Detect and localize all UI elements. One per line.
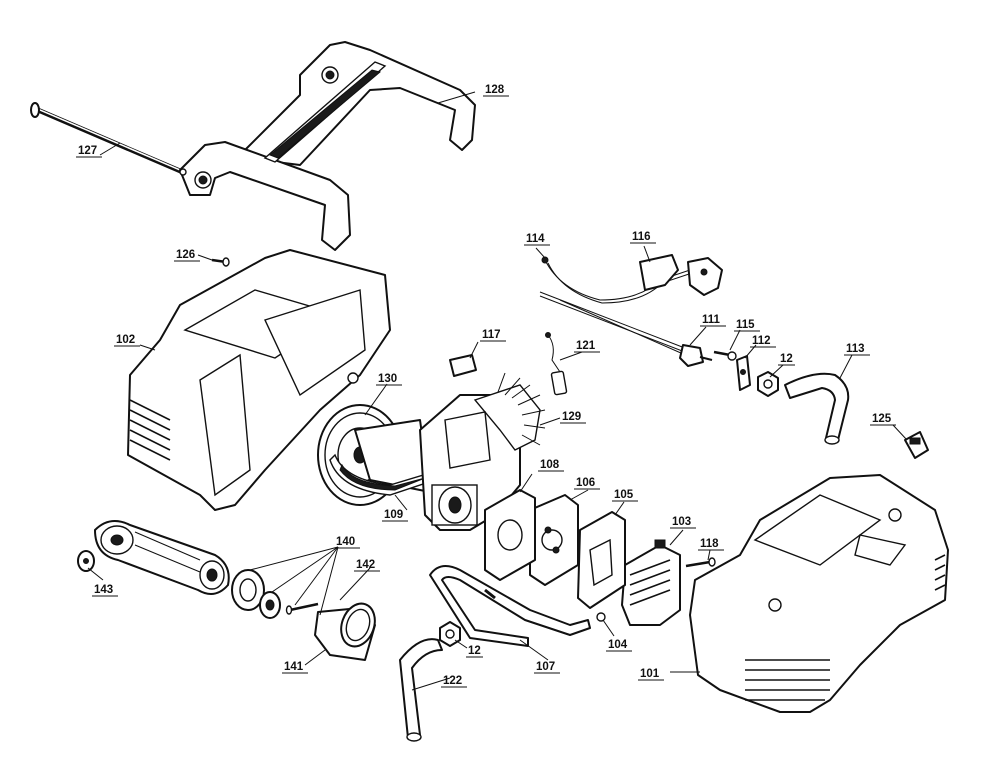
fan-blades <box>497 372 546 446</box>
part-12-nut-upper <box>757 371 779 397</box>
label-104: 104 <box>608 639 628 651</box>
part-140-ring-small <box>259 591 281 619</box>
part-121-capacitor <box>545 332 568 396</box>
label-108: 108 <box>540 459 560 471</box>
label-105: 105 <box>614 489 634 501</box>
label-128: 128 <box>485 84 505 96</box>
part-140-ring-large <box>231 569 265 611</box>
part-104-washer <box>596 612 606 622</box>
label-112: 112 <box>752 335 771 347</box>
label-118: 118 <box>700 538 719 550</box>
part-111-pressure-switch-wire <box>539 291 713 367</box>
label-113: 113 <box>846 343 865 355</box>
part-128-handle <box>179 41 476 251</box>
part-129-motor <box>419 372 546 531</box>
label-101: 101 <box>640 668 660 680</box>
label-127: 127 <box>78 145 97 157</box>
part-105-gasket <box>577 511 626 609</box>
part-126-screw <box>211 257 230 267</box>
part-125-switch <box>904 431 929 459</box>
label-107: 107 <box>536 661 555 673</box>
part-113-hose <box>784 372 850 445</box>
part-141-sleeve <box>314 602 376 661</box>
label-102: 102 <box>116 334 135 346</box>
part-107-tube <box>429 565 591 647</box>
shroud-102-vents <box>129 399 171 461</box>
label-116: 116 <box>632 231 651 243</box>
part-122-hose <box>399 638 443 742</box>
label-12-lower: 12 <box>468 645 481 657</box>
label-130: 130 <box>378 373 397 385</box>
part-101-shroud <box>689 474 949 713</box>
label-125: 125 <box>872 413 892 425</box>
part-127-rod <box>30 102 187 176</box>
label-111: 111 <box>702 314 721 326</box>
label-126: 126 <box>176 249 195 261</box>
part-143-washer <box>77 550 95 572</box>
label-122: 122 <box>443 675 462 687</box>
part-108-gasket <box>484 489 536 581</box>
label-142: 142 <box>356 559 375 571</box>
shroud-101-vents <box>745 554 946 701</box>
part-103-cylinder-head <box>621 539 681 626</box>
label-115: 115 <box>736 319 755 331</box>
label-129: 129 <box>562 411 581 423</box>
label-103: 103 <box>672 516 691 528</box>
label-106: 106 <box>576 477 595 489</box>
label-109: 109 <box>384 509 403 521</box>
label-141: 141 <box>284 661 304 673</box>
label-143: 143 <box>94 584 113 596</box>
label-114: 114 <box>526 233 545 245</box>
part-12-nut-lower <box>439 621 461 647</box>
label-140: 140 <box>336 536 355 548</box>
leader-lines <box>87 91 908 691</box>
label-12-upper: 12 <box>780 353 793 365</box>
part-labels: 128 127 126 102 130 109 129 114 116 111 … <box>76 84 896 688</box>
part-connecting-rod <box>94 520 230 595</box>
part-130-pulley <box>317 404 431 506</box>
part-118-screw <box>685 557 716 568</box>
part-106-valve-plate <box>529 494 579 586</box>
part-115-screw <box>713 350 737 361</box>
part-112-clamp <box>736 355 751 391</box>
part-102-shroud <box>127 249 391 511</box>
part-117-pad <box>449 354 477 377</box>
part-116-cord <box>541 254 723 304</box>
label-121: 121 <box>576 340 596 352</box>
label-117: 117 <box>482 329 501 341</box>
part-142-pin <box>285 602 319 615</box>
